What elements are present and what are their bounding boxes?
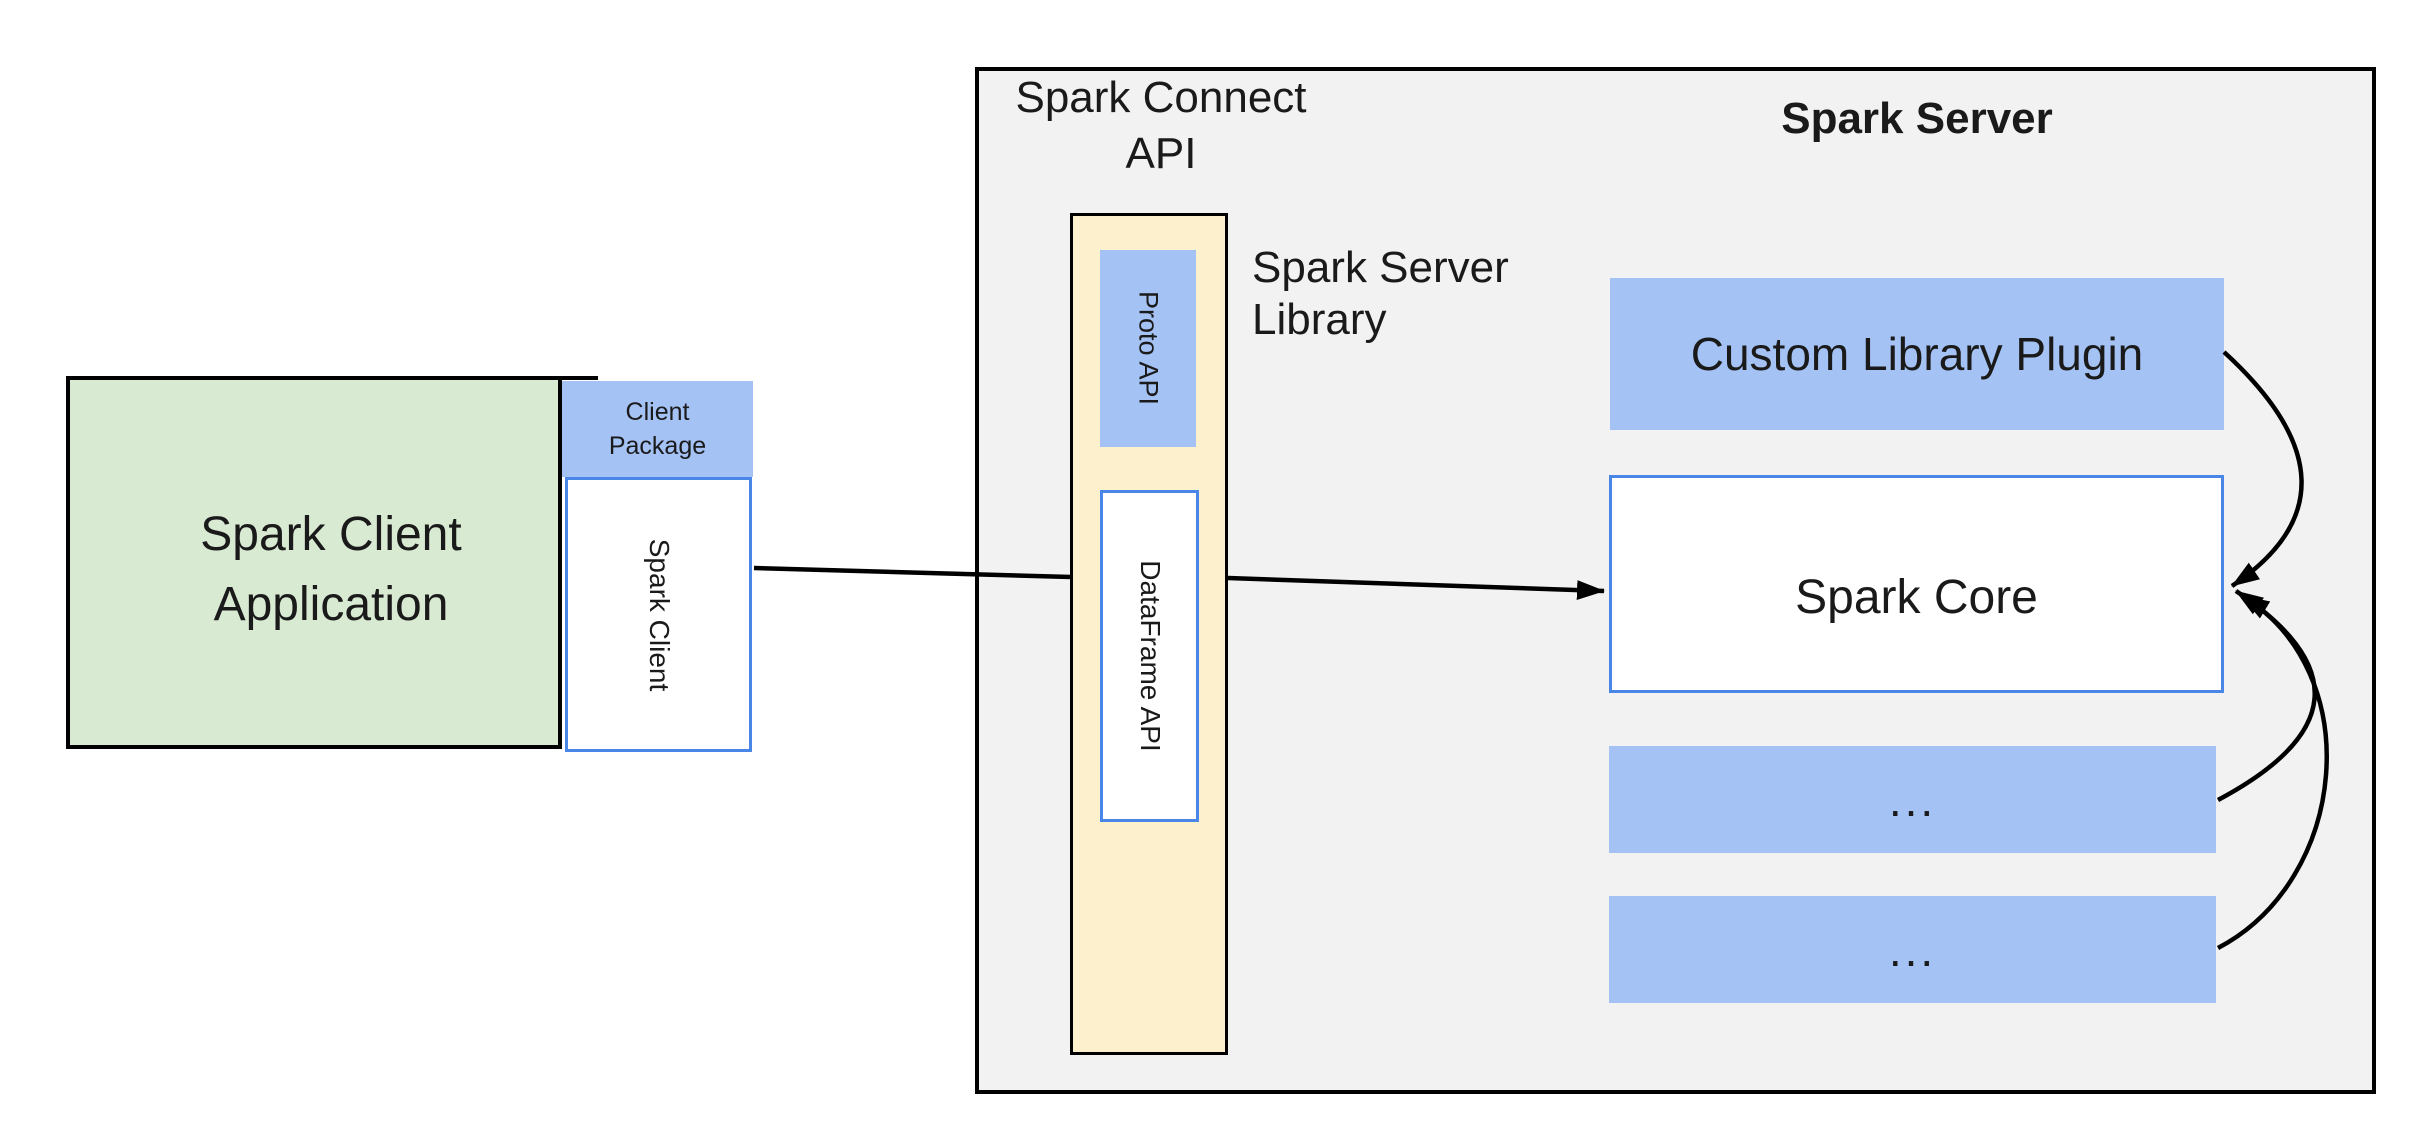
spark-server-library-label: Spark Server Library	[1252, 242, 1652, 346]
spark-client-label: Spark Client	[644, 538, 675, 692]
spark-connect-api-label-line2: API	[1125, 129, 1197, 178]
spark-core-label: Spark Core	[1795, 570, 2038, 624]
extension-box-1-label: ...	[1888, 773, 1937, 826]
spark-server-library-label-line1: Spark Server	[1252, 243, 1509, 292]
dataframe-api-box	[1100, 490, 1199, 822]
extension-box-1: ...	[1609, 746, 2216, 853]
spark-connect-api-label-line1: Spark Connect	[1015, 73, 1307, 122]
custom-library-plugin-label: Custom Library Plugin	[1690, 328, 2144, 380]
spark-core-box: Spark Core	[1609, 475, 2224, 693]
client-package-label-line2: Package	[608, 432, 707, 460]
custom-library-plugin-box: Custom Library Plugin	[1610, 278, 2224, 430]
client-package-box: Client Package	[562, 381, 753, 477]
client-application-label-line2: Application	[213, 578, 449, 631]
spark-client-box	[565, 477, 752, 752]
extension-box-2: ...	[1609, 896, 2216, 1003]
dataframe-api-label: DataFrame API	[1135, 560, 1166, 752]
spark-connect-api-label: Spark Connect API	[975, 70, 1347, 182]
spark-server-library-label-line2: Library	[1252, 295, 1387, 344]
client-package-label-line1: Client	[625, 398, 690, 426]
proto-api-box	[1100, 250, 1196, 447]
client-application-box	[66, 376, 562, 749]
proto-api-label: Proto API	[1133, 290, 1164, 406]
client-application-label-line1: Spark Client	[200, 508, 462, 561]
client-application-label: Spark Client Application	[66, 500, 596, 640]
extension-box-2-label: ...	[1888, 923, 1937, 976]
spark-server-title: Spark Server	[1781, 94, 2053, 143]
